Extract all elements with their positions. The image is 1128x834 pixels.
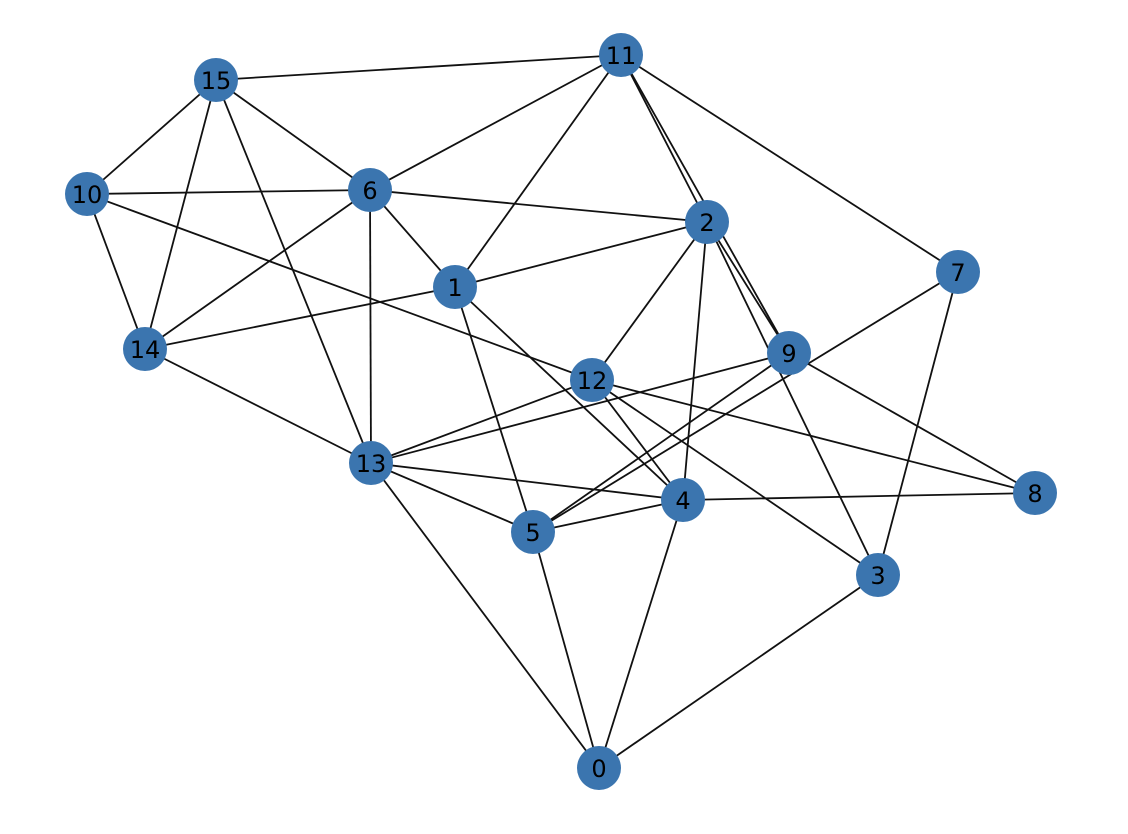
edge-15-6 <box>215 79 371 191</box>
edge-13-4 <box>370 462 684 501</box>
edge-7-5 <box>532 271 959 533</box>
node-3-label: 3 <box>870 562 885 590</box>
edge-15-14 <box>144 79 217 350</box>
node-0-label: 0 <box>591 755 606 783</box>
node-12-label: 12 <box>577 367 608 395</box>
node-7-label: 7 <box>950 259 965 287</box>
edge-11-7 <box>620 54 959 273</box>
node-13-label: 13 <box>356 450 387 478</box>
edge-15-13 <box>215 79 372 464</box>
node-11-label: 11 <box>606 42 637 70</box>
edge-2-4 <box>682 221 708 501</box>
edge-7-3 <box>877 271 959 576</box>
node-6-circle <box>348 168 392 212</box>
node-0: 0 <box>577 746 621 790</box>
node-7: 7 <box>936 250 980 294</box>
edge-9-8 <box>788 352 1036 494</box>
edge-4-8 <box>682 492 1036 501</box>
node-1: 1 <box>433 265 477 309</box>
edge-13-0 <box>370 462 600 769</box>
edge-1-14 <box>144 286 456 350</box>
node-3: 3 <box>856 553 900 597</box>
node-4-label: 4 <box>675 487 690 515</box>
edge-2-12 <box>591 221 708 381</box>
edge-5-0 <box>532 531 600 769</box>
node-13-circle <box>349 441 393 485</box>
edge-6-2 <box>369 189 708 223</box>
edge-2-3 <box>706 221 879 576</box>
node-14-circle <box>123 327 167 371</box>
node-10-label: 10 <box>72 181 103 209</box>
node-8-label: 8 <box>1027 480 1042 508</box>
node-5: 5 <box>511 510 555 554</box>
edge-11-2 <box>620 54 708 223</box>
edge-12-3 <box>591 379 879 576</box>
node-12: 12 <box>570 358 614 402</box>
edge-15-10 <box>86 79 217 195</box>
node-5-label: 5 <box>525 519 540 547</box>
node-10-circle <box>65 172 109 216</box>
node-6-label: 6 <box>362 177 377 205</box>
node-11-circle <box>599 33 643 77</box>
node-2: 2 <box>685 200 729 244</box>
edge-10-14 <box>86 193 146 350</box>
node-1-label: 1 <box>447 274 462 302</box>
edge-10-12 <box>86 193 593 381</box>
node-14: 14 <box>123 327 167 371</box>
node-9-label: 9 <box>781 340 796 368</box>
edge-3-0 <box>598 574 879 769</box>
edge-5-4 <box>532 499 684 533</box>
edge-9-13 <box>370 352 790 464</box>
node-6: 6 <box>348 168 392 212</box>
node-4: 4 <box>661 478 705 522</box>
node-1-circle <box>433 265 477 309</box>
edge-11-6 <box>369 54 622 191</box>
node-7-circle <box>936 250 980 294</box>
edge-1-5 <box>454 286 534 533</box>
node-5-circle <box>511 510 555 554</box>
edge-12-13 <box>370 379 593 464</box>
node-11: 11 <box>599 33 643 77</box>
node-3-circle <box>856 553 900 597</box>
node-15-circle <box>194 58 238 102</box>
node-12-circle <box>570 358 614 402</box>
node-14-label: 14 <box>130 336 161 364</box>
edge-9-5 <box>532 352 790 533</box>
edge-4-0 <box>598 499 684 769</box>
node-2-circle <box>685 200 729 244</box>
node-2-label: 2 <box>699 209 714 237</box>
node-10: 10 <box>65 172 109 216</box>
node-9: 9 <box>767 331 811 375</box>
edge-14-13 <box>144 348 372 464</box>
node-4-circle <box>661 478 705 522</box>
edge-layer <box>86 54 1036 769</box>
edge-2-1 <box>454 221 708 288</box>
edge-12-8 <box>591 379 1036 494</box>
edge-6-13 <box>369 189 372 464</box>
edge-10-6 <box>86 189 371 195</box>
node-15: 15 <box>194 58 238 102</box>
node-9-circle <box>767 331 811 375</box>
edge-13-5 <box>370 462 534 533</box>
edge-2-9 <box>706 221 790 354</box>
node-0-circle <box>577 746 621 790</box>
edge-11-1 <box>454 54 622 288</box>
node-13: 13 <box>349 441 393 485</box>
node-15-label: 15 <box>201 67 232 95</box>
node-8-circle <box>1013 471 1057 515</box>
edge-6-14 <box>144 189 371 350</box>
edge-15-11 <box>215 54 622 81</box>
node-8: 8 <box>1013 471 1057 515</box>
